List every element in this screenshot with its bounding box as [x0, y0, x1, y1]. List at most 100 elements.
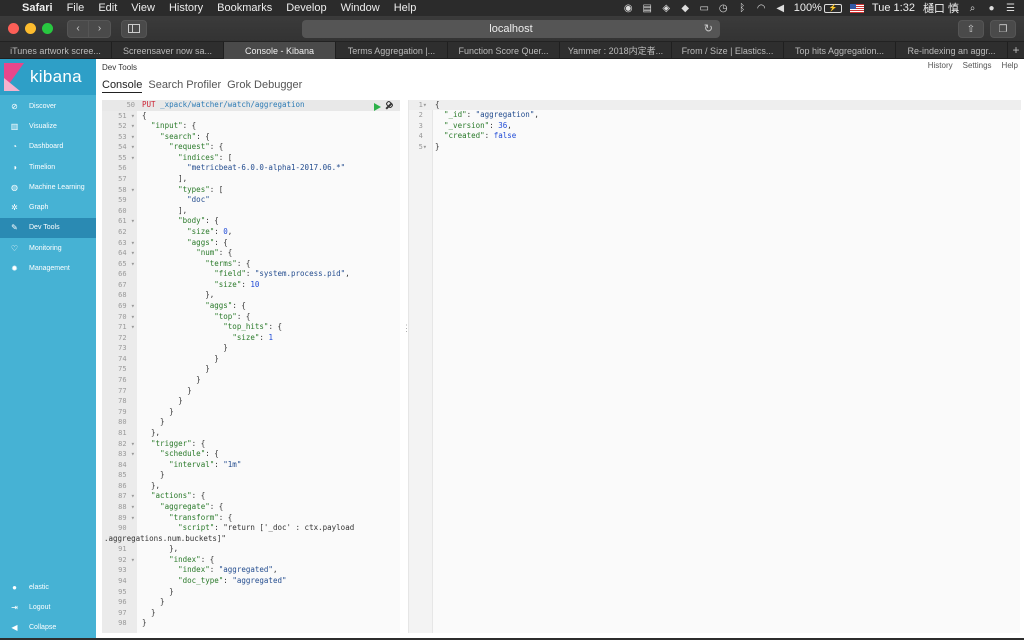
code-line[interactable]: 60 ],: [102, 206, 400, 217]
sidebar-item-collapse[interactable]: ◀Collapse: [0, 618, 96, 638]
browser-tab[interactable]: iTunes artwork scree...: [0, 42, 112, 59]
wifi-icon[interactable]: ◠: [756, 2, 766, 14]
evernote-icon[interactable]: ◈: [662, 2, 671, 14]
tab-overview-button[interactable]: ❐: [990, 20, 1016, 38]
code-line[interactable]: .aggregations.num.buckets]": [102, 534, 400, 545]
share-button[interactable]: ⇧: [958, 20, 984, 38]
code-line[interactable]: 58 ▾ "types": [: [102, 185, 400, 196]
code-line[interactable]: 82 ▾ "trigger": {: [102, 439, 400, 450]
response-output[interactable]: 1▾{2 "_id": "aggregation",3 "_version": …: [408, 100, 1021, 633]
code-line[interactable]: 83 ▾ "schedule": {: [102, 449, 400, 460]
code-line[interactable]: 89 ▾ "transform": {: [102, 513, 400, 524]
code-line[interactable]: 64 ▾ "num": {: [102, 248, 400, 259]
browser-tab[interactable]: From / Size | Elastics...: [672, 42, 784, 59]
browser-tab[interactable]: Top hits Aggregation...: [784, 42, 896, 59]
code-line[interactable]: 98 }: [102, 618, 400, 629]
sidebar-item-monitoring[interactable]: ♡Monitoring: [0, 238, 96, 258]
menu-bookmarks[interactable]: Bookmarks: [217, 2, 273, 14]
sidebar-item-elastic[interactable]: ●elastic: [0, 577, 96, 597]
editor-code-area[interactable]: [137, 100, 400, 633]
code-line[interactable]: 88 ▾ "aggregate": {: [102, 502, 400, 513]
help-link[interactable]: Help: [1001, 61, 1018, 70]
code-line[interactable]: 74 }: [102, 354, 400, 365]
siri-icon[interactable]: ●: [988, 2, 995, 14]
browser-tab[interactable]: Yammer : 2018内定者...: [560, 42, 672, 59]
timemachine-icon[interactable]: ◷: [718, 2, 728, 14]
menu-app-name[interactable]: Safari: [22, 2, 53, 14]
menu-history[interactable]: History: [168, 2, 204, 14]
reload-icon[interactable]: ↻: [703, 23, 713, 35]
code-line[interactable]: 56 "metricbeat-6.0.0-alpha1-2017.06.*": [102, 163, 400, 174]
sidebar-item-visualize[interactable]: ▥Visualize: [0, 116, 96, 136]
browser-tab[interactable]: Terms Aggregation |...: [336, 42, 448, 59]
code-line[interactable]: 52 ▾ "input": {: [102, 121, 400, 132]
sidebar-item-machine-learning[interactable]: ◍Machine Learning: [0, 177, 96, 197]
sidebar-item-timelion[interactable]: ◑Timelion: [0, 157, 96, 177]
new-tab-button[interactable]: +: [1008, 42, 1024, 58]
code-line[interactable]: 72 "size": 1: [102, 333, 400, 344]
clock[interactable]: Tue 1:32: [871, 2, 915, 14]
request-options-wrench-icon[interactable]: [385, 102, 393, 110]
code-line[interactable]: 85 }: [102, 470, 400, 481]
menu-develop[interactable]: Develop: [286, 2, 327, 14]
code-line[interactable]: 51 ▾{: [102, 111, 400, 122]
notification-center-icon[interactable]: ☰: [1006, 2, 1015, 14]
spotlight-search-icon[interactable]: ⌕: [969, 2, 976, 14]
settings-link[interactable]: Settings: [962, 61, 992, 70]
sidebar-item-graph[interactable]: ✲Graph: [0, 197, 96, 217]
code-line[interactable]: 92 ▾ "index": {: [102, 555, 400, 566]
user-name[interactable]: 樋口 慎: [922, 3, 959, 15]
browser-tab-active[interactable]: Console - Kibana: [224, 42, 336, 59]
code-line[interactable]: 86 },: [102, 481, 400, 492]
menu-edit[interactable]: Edit: [98, 2, 118, 14]
send-request-icon[interactable]: [374, 103, 381, 111]
minimize-window-button[interactable]: [25, 23, 36, 34]
code-line[interactable]: 57 ],: [102, 174, 400, 185]
forward-button[interactable]: ›: [89, 19, 111, 38]
code-line[interactable]: 66 "field": "system.process.pid",: [102, 269, 400, 280]
volume-icon[interactable]: ◀: [776, 2, 785, 14]
close-window-button[interactable]: [8, 23, 19, 34]
code-line[interactable]: 79 }: [102, 407, 400, 418]
code-line[interactable]: 91 },: [102, 544, 400, 555]
code-line[interactable]: 77 }: [102, 386, 400, 397]
code-line[interactable]: 68 },: [102, 290, 400, 301]
code-line[interactable]: 80 }: [102, 417, 400, 428]
menu-help[interactable]: Help: [393, 2, 417, 14]
code-line[interactable]: 71 ▾ "top_hits": {: [102, 322, 400, 333]
code-line[interactable]: 69 ▾ "aggs": {: [102, 301, 400, 312]
code-line[interactable]: 81 },: [102, 428, 400, 439]
sidebar-item-discover[interactable]: ⊘Discover: [0, 96, 96, 116]
sidebar-item-management[interactable]: ✹Management: [0, 258, 96, 278]
back-button[interactable]: ‹: [67, 19, 89, 38]
code-line[interactable]: 54 ▾ "request": {: [102, 142, 400, 153]
code-line[interactable]: 97 }: [102, 608, 400, 619]
code-line[interactable]: 84 "interval": "1m": [102, 460, 400, 471]
code-line[interactable]: 78 }: [102, 396, 400, 407]
pane-resize-handle[interactable]: ⋮: [402, 323, 411, 333]
code-line[interactable]: 70 ▾ "top": {: [102, 312, 400, 323]
code-line[interactable]: 76 }: [102, 375, 400, 386]
zoom-window-button[interactable]: [42, 23, 53, 34]
battery-indicator[interactable]: 100% ⚡: [794, 2, 842, 14]
code-line[interactable]: 73 }: [102, 343, 400, 354]
code-line[interactable]: 95 }: [102, 587, 400, 598]
dropbox-icon[interactable]: ◆: [681, 2, 690, 14]
kibana-logo[interactable]: kibana: [0, 59, 96, 95]
tab-grok-debugger[interactable]: Grok Debugger: [227, 79, 303, 91]
browser-tab[interactable]: Function Score Quer...: [448, 42, 560, 59]
code-line[interactable]: 75 }: [102, 364, 400, 375]
code-line[interactable]: 61 ▾ "body": {: [102, 216, 400, 227]
history-link[interactable]: History: [927, 61, 953, 70]
code-line[interactable]: 59 "doc": [102, 195, 400, 206]
code-line[interactable]: 55 ▾ "indices": [: [102, 153, 400, 164]
code-line[interactable]: 62 "size": 0,: [102, 227, 400, 238]
code-line[interactable]: 90 "script": "return ['_doc' : ctx.paylo…: [102, 523, 400, 534]
sidebar-item-dev-tools[interactable]: ✎Dev Tools: [0, 217, 96, 239]
code-line[interactable]: 63 ▾ "aggs": {: [102, 238, 400, 249]
tab-search-profiler[interactable]: Search Profiler: [148, 79, 222, 91]
address-bar[interactable]: localhost ↻: [302, 20, 720, 38]
menu-file[interactable]: File: [66, 2, 85, 14]
